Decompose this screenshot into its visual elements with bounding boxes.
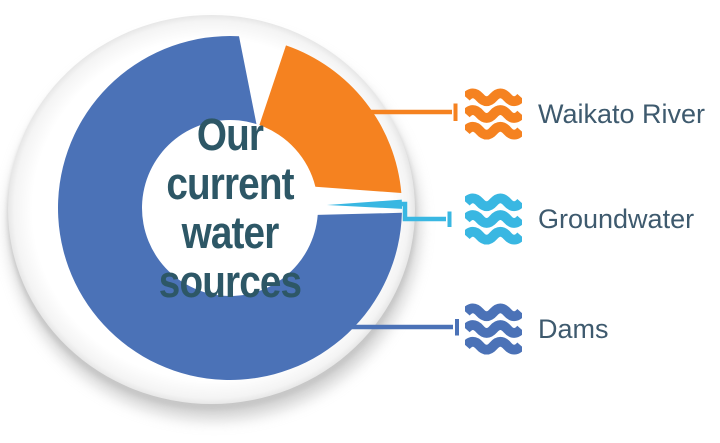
legend-label-waikato-river: Waikato River xyxy=(538,98,706,129)
water-waves-icon xyxy=(465,303,522,355)
legend-item-dams: Dams xyxy=(465,303,609,355)
connector-groundwater xyxy=(394,201,452,227)
pie-slice-groundwater xyxy=(326,199,403,209)
connector-dams xyxy=(352,319,459,336)
legend-item-waikato-river: Waikato River xyxy=(465,88,705,140)
center-title-line: current xyxy=(166,158,294,209)
connector-waikato-river xyxy=(352,103,458,121)
legend-label-groundwater: Groundwater xyxy=(538,203,695,234)
legend-item-groundwater: Groundwater xyxy=(465,193,694,245)
water-waves-icon xyxy=(465,193,522,245)
legend-label-dams: Dams xyxy=(538,313,609,344)
donut-center-title: Our current water sources xyxy=(134,110,327,306)
donut-slices xyxy=(57,36,403,381)
pie-slice-waikato-river xyxy=(259,45,402,194)
pie-slice-dams xyxy=(57,36,402,381)
water-waves-icon xyxy=(465,88,522,140)
center-title-line: sources xyxy=(158,256,302,307)
center-title-line: water xyxy=(181,207,280,258)
center-title-line: Our xyxy=(196,109,264,160)
legend-connectors xyxy=(352,103,459,336)
